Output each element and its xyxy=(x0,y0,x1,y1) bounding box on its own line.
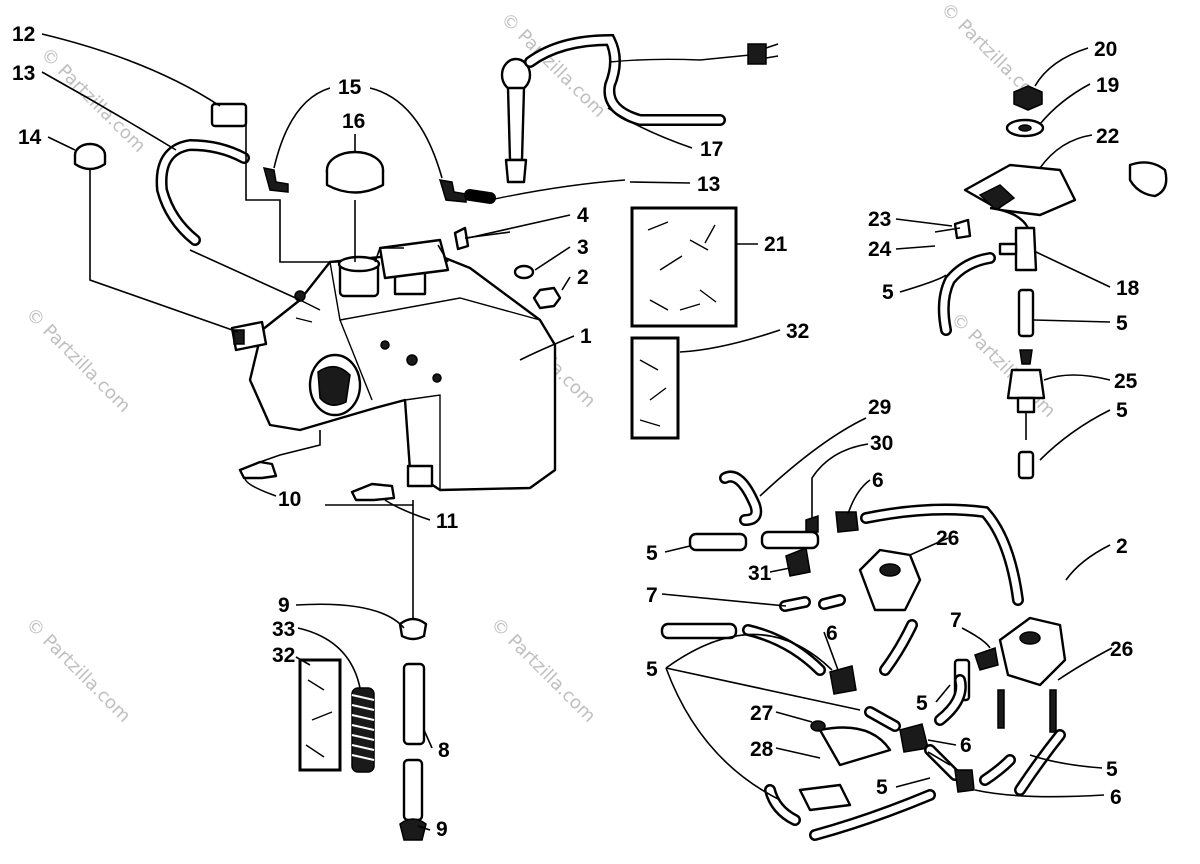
callout-4: 4 xyxy=(577,204,589,227)
vent-line-wire xyxy=(489,179,626,201)
callout-6-c: 6 xyxy=(960,734,972,757)
oil-pump-lines xyxy=(660,470,1067,841)
callout-7-b: 7 xyxy=(950,609,962,632)
callout-5-b: 5 xyxy=(1116,312,1128,335)
callout-24: 24 xyxy=(868,238,892,261)
callout-9: 9 xyxy=(278,594,290,617)
callout-7-a: 7 xyxy=(646,584,658,607)
callout-20: 20 xyxy=(1094,38,1117,61)
callout-18: 18 xyxy=(1116,277,1140,300)
callout-5-c: 5 xyxy=(1116,399,1128,422)
oil-line-assembly xyxy=(398,500,428,841)
callout-29: 29 xyxy=(868,396,891,419)
vent-line xyxy=(464,189,496,204)
oil-level-sensor xyxy=(500,33,779,184)
callout-26-a: 26 xyxy=(936,527,959,550)
watermark: © Partzilla.com xyxy=(486,614,599,727)
callout-33: 33 xyxy=(272,618,295,641)
callout-6-a: 6 xyxy=(872,469,884,492)
callout-30: 30 xyxy=(870,432,893,455)
watermark: © Partzilla.com xyxy=(21,614,134,727)
callout-11: 11 xyxy=(436,510,459,533)
callout-25: 25 xyxy=(1114,370,1138,393)
callout-5-g: 5 xyxy=(1106,758,1118,781)
callout-5-a: 5 xyxy=(882,281,894,304)
callout-6-d: 6 xyxy=(1110,786,1122,809)
leader-lines xyxy=(41,33,1113,831)
callout-12: 12 xyxy=(12,23,35,46)
callout-5-f: 5 xyxy=(916,692,928,715)
breather-hose xyxy=(155,138,250,246)
callout-2: 2 xyxy=(577,266,589,289)
callout-5-d: 5 xyxy=(646,542,658,565)
callout-32: 32 xyxy=(786,320,809,343)
callout-2-b: 2 xyxy=(1116,535,1128,558)
callout-26-b: 26 xyxy=(1110,638,1133,661)
filter-spring xyxy=(351,687,375,773)
callout-1: 1 xyxy=(580,325,592,348)
callout-6-b: 6 xyxy=(826,622,838,645)
filler-cap xyxy=(325,150,385,262)
callout-27: 27 xyxy=(750,702,773,725)
filter-sheets xyxy=(298,206,738,772)
valve-assembly xyxy=(934,85,1168,480)
callout-22: 22 xyxy=(1096,125,1119,148)
elbow-fittings xyxy=(262,167,467,203)
callout-28: 28 xyxy=(750,738,774,761)
breather-cap xyxy=(73,142,107,171)
callout-16: 16 xyxy=(342,110,365,133)
callout-32-b: 32 xyxy=(272,644,295,667)
callout-3: 3 xyxy=(577,236,589,259)
callout-13: 13 xyxy=(12,62,35,85)
callout-15: 15 xyxy=(338,76,362,99)
callout-23: 23 xyxy=(868,208,891,231)
watermark: © Partzilla.com xyxy=(946,309,1059,422)
callout-9-b: 9 xyxy=(436,818,448,841)
callout-5-e: 5 xyxy=(646,658,658,681)
clip xyxy=(210,102,248,128)
callout-21: 21 xyxy=(764,233,788,256)
callout-14: 14 xyxy=(18,126,42,149)
callout-5-h: 5 xyxy=(876,776,888,799)
drain-fittings xyxy=(238,460,396,502)
callout-8: 8 xyxy=(438,739,450,762)
watermark: © Partzilla.com xyxy=(21,304,134,417)
mount-hardware xyxy=(453,226,562,310)
callout-numbers: 12 13 14 15 16 17 13 4 3 2 1 21 32 10 11… xyxy=(12,23,1140,841)
callout-31: 31 xyxy=(748,562,772,585)
callout-19: 19 xyxy=(1096,74,1119,97)
callout-10: 10 xyxy=(278,488,301,511)
callout-13-b: 13 xyxy=(697,173,720,196)
callout-17: 17 xyxy=(700,138,723,161)
oil-tank xyxy=(230,238,557,492)
